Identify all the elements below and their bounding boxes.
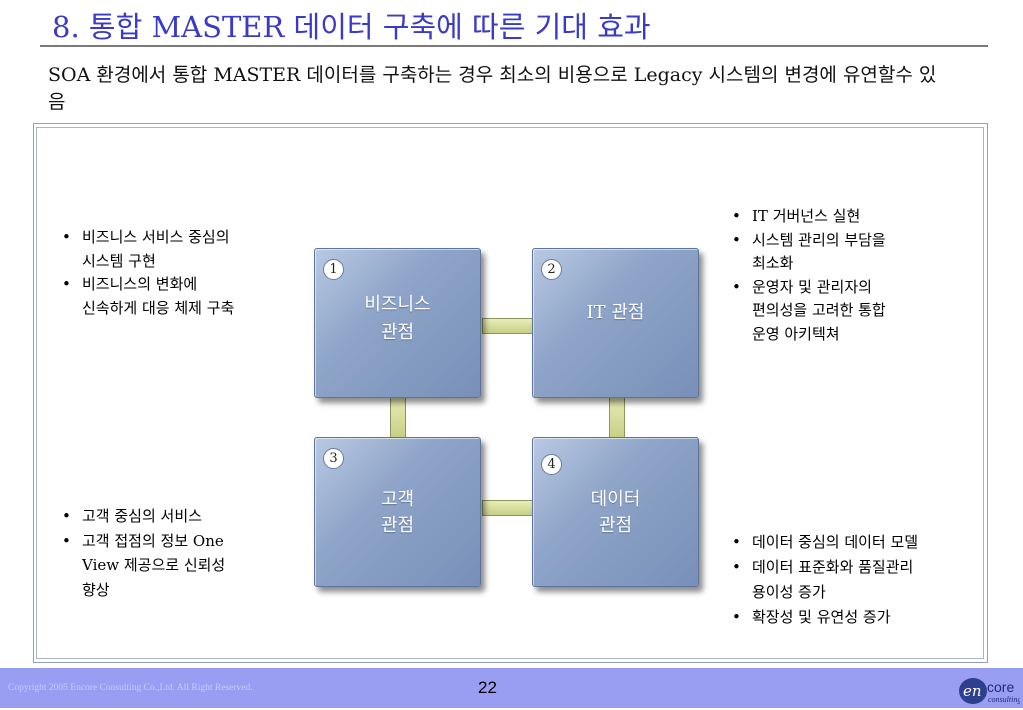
list-item: 데이터 중심의 데이터 모델 (730, 530, 980, 555)
bullet-line: 시스템 관리의 부담을 (752, 230, 886, 249)
bullet-line: 용이성 증가 (752, 583, 826, 601)
copyright-text: Copyright 2005 Encore Consulting Co.,Ltd… (8, 683, 253, 693)
box-label-line1: 데이터 (590, 489, 641, 510)
title-divider (40, 45, 988, 47)
business-bullets: 비즈니스 서비스 중심의 시스템 구현 비즈니스의 변화에 신속하게 대응 체제… (60, 226, 300, 320)
it-perspective-box: 2 IT 관점 (532, 248, 699, 398)
data-bullets: 데이터 중심의 데이터 모델 데이터 표준화와 품질관리 용이성 증가 확장성 … (730, 530, 980, 630)
list-item: 비즈니스의 변화에 신속하게 대응 체제 구축 (60, 273, 300, 320)
connector-1-3 (390, 395, 406, 439)
list-item: IT 거버넌스 실현 (730, 205, 970, 229)
footer-bar (0, 668, 1023, 708)
data-perspective-box: 4 데이터 관점 (532, 437, 699, 587)
logo-en-text: en (963, 682, 982, 700)
box-number-4: 4 (541, 454, 562, 475)
customer-bullets: 고객 중심의 서비스 고객 접점의 정보 One View 제공으로 신뢰성 향… (60, 504, 300, 602)
connector-3-4 (482, 500, 534, 516)
logo-consulting-text: consulting (988, 695, 1020, 704)
box-number-2: 2 (541, 259, 562, 280)
slide-title: 8. 통합 MASTER 데이터 구축에 따른 기대 효과 (52, 10, 651, 44)
bullet-line: 고객 접점의 정보 One (82, 531, 224, 550)
box-label-line1: 비즈니스 (364, 294, 431, 315)
list-item: 운영자 및 관리자의 편의성을 고려한 통합 운영 아키텍쳐 (730, 276, 970, 347)
encore-logo: en core consulting (958, 673, 1021, 706)
bullet-line: IT 거버넌스 실현 (752, 207, 861, 225)
list-item: 데이터 표준화와 품질관리 용이성 증가 (730, 555, 980, 605)
box-label-line2: 관점 (380, 322, 415, 343)
box-label-line2: 관점 (598, 515, 633, 536)
bullet-line: 향상 (82, 580, 110, 599)
slide-subtitle: SOA 환경에서 통합 MASTER 데이터를 구축하는 경우 최소의 비용으로… (48, 64, 937, 113)
it-bullets: IT 거버넌스 실현 시스템 관리의 부담을 최소화 운영자 및 관리자의 편의… (730, 205, 970, 346)
bullet-line: 비즈니스의 변화에 (82, 275, 198, 293)
box-label-line1: IT 관점 (586, 302, 645, 323)
bullet-line: 고객 중심의 서비스 (82, 507, 202, 525)
list-item: 고객 중심의 서비스 (60, 504, 300, 529)
logo-graphic: en core consulting (959, 678, 1021, 704)
logo-core-text: core (987, 679, 1014, 695)
connector-1-2 (482, 318, 534, 334)
bullet-line: 시스템 구현 (82, 251, 156, 270)
content-frame-inner (36, 127, 984, 659)
bullet-line: 신속하게 대응 체제 구축 (82, 298, 235, 317)
bullet-line: 데이터 표준화와 품질관리 (752, 558, 914, 576)
bullet-line: View 제공으로 신뢰성 (82, 556, 226, 574)
page-number: 22 (478, 678, 497, 697)
connector-2-4 (609, 395, 625, 439)
bullet-line: 데이터 중심의 데이터 모델 (752, 533, 919, 551)
list-item: 비즈니스 서비스 중심의 시스템 구현 (60, 226, 300, 273)
list-item: 확장성 및 유연성 증가 (730, 605, 980, 630)
bullet-line: 확장성 및 유연성 증가 (752, 608, 891, 626)
box-number-1: 1 (323, 259, 344, 280)
bullet-line: 운영 아키텍쳐 (752, 324, 840, 343)
bullet-line: 비즈니스 서비스 중심의 (82, 228, 230, 246)
list-item: 고객 접점의 정보 One View 제공으로 신뢰성 향상 (60, 529, 300, 603)
business-perspective-box: 1 비즈니스 관점 (314, 248, 481, 398)
bullet-line: 최소화 (752, 254, 794, 272)
box-number-3: 3 (323, 448, 344, 469)
bullet-line: 운영자 및 관리자의 (752, 277, 872, 296)
bullet-line: 편의성을 고려한 통합 (752, 301, 886, 319)
customer-perspective-box: 3 고객 관점 (314, 437, 481, 587)
box-label-line2: 관점 (380, 515, 415, 536)
list-item: 시스템 관리의 부담을 최소화 (730, 229, 970, 276)
box-label-line1: 고객 (380, 489, 415, 510)
